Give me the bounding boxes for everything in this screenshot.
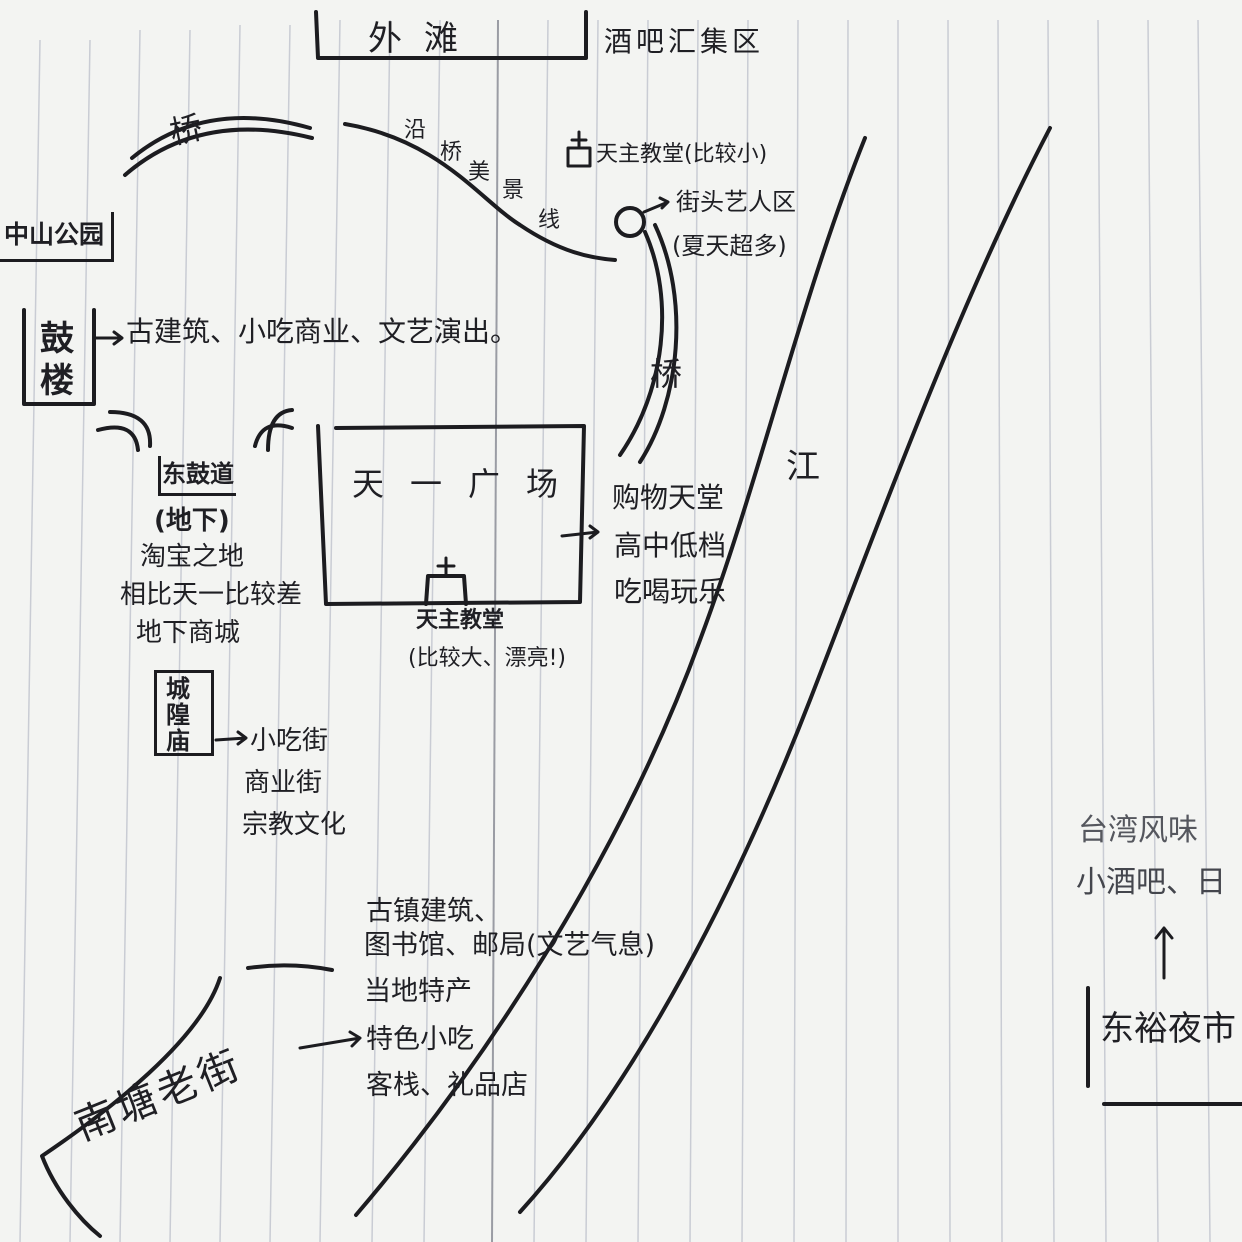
tianyi-church-note: (比较大、漂亮!): [408, 646, 566, 671]
city-god-temple-box: [154, 670, 214, 756]
city-god-feature-3: 宗教文化: [242, 810, 347, 840]
nantang-feature-2: 图书馆、邮局(文艺气息): [364, 930, 656, 961]
catholic-church-small-name: 天主教堂: [596, 142, 685, 167]
dong-gu-dao-line-4: 地下商城: [136, 618, 241, 648]
dong-gu-dao-line-3: 相比天一比较差: [120, 580, 303, 610]
nantang-feature-5: 客栈、礼品店: [366, 1070, 528, 1101]
bridge-label-right: 桥: [650, 355, 683, 393]
nantang-feature-3: 当地特产: [364, 976, 472, 1007]
tianyi-church-label: 天主教堂: [416, 608, 505, 633]
scenic-line-char-3: 美: [468, 160, 491, 185]
dong-gu-dao-line-2: 淘宝之地: [140, 542, 245, 572]
dongyu-feature-2: 小酒吧、日: [1076, 865, 1226, 900]
tianyi-square-label: 天一广场: [352, 465, 585, 503]
dongyu-night-market-label: 东裕夜市: [1100, 1009, 1236, 1049]
dong-gu-dao-label: 东鼓道: [162, 460, 234, 488]
catholic-church-small-note: (比较小): [684, 142, 768, 167]
scenic-line-char-4: 景: [502, 178, 525, 203]
river-label: 江: [786, 447, 820, 487]
dong-gu-dao-box: [158, 456, 236, 496]
bridge-label-top: 桥: [166, 108, 206, 152]
street-artist-note: (夏天超多): [672, 232, 787, 260]
dong-gu-dao-line-1: (地下): [154, 506, 230, 536]
city-god-feature-1: 小吃街: [250, 726, 329, 756]
nantang-feature-1: 古镇建筑、: [366, 896, 501, 927]
nantang-feature-4: 特色小吃: [366, 1024, 474, 1055]
zhongshan-park-label: 中山公园: [4, 220, 105, 249]
scenic-line-char-5: 线: [538, 208, 561, 233]
tianyi-feature-1: 购物天堂: [612, 481, 725, 514]
city-god-temple-label: 城隍庙: [166, 675, 190, 755]
catholic-church-small: 天主教堂(比较小): [596, 144, 767, 166]
city-god-feature-2: 商业街: [244, 768, 323, 798]
drum-tower-desc: 古建筑、小吃商业、文艺演出。: [126, 315, 519, 348]
scenic-line-char-2: 桥: [440, 140, 463, 165]
bund-note: 酒吧汇集区: [604, 25, 765, 58]
bund-title: 外滩: [368, 19, 480, 59]
tianyi-feature-3: 吃喝玩乐: [614, 575, 727, 608]
scenic-line-char-1: 沿: [404, 118, 427, 143]
tianyi-feature-2: 高中低档: [614, 529, 727, 562]
drum-tower-label: 鼓楼: [40, 319, 74, 401]
zhongshan-park-box: [0, 212, 114, 262]
street-artist-label: 街头艺人区: [676, 188, 796, 216]
dongyu-feature-1: 台湾风味: [1078, 813, 1198, 848]
